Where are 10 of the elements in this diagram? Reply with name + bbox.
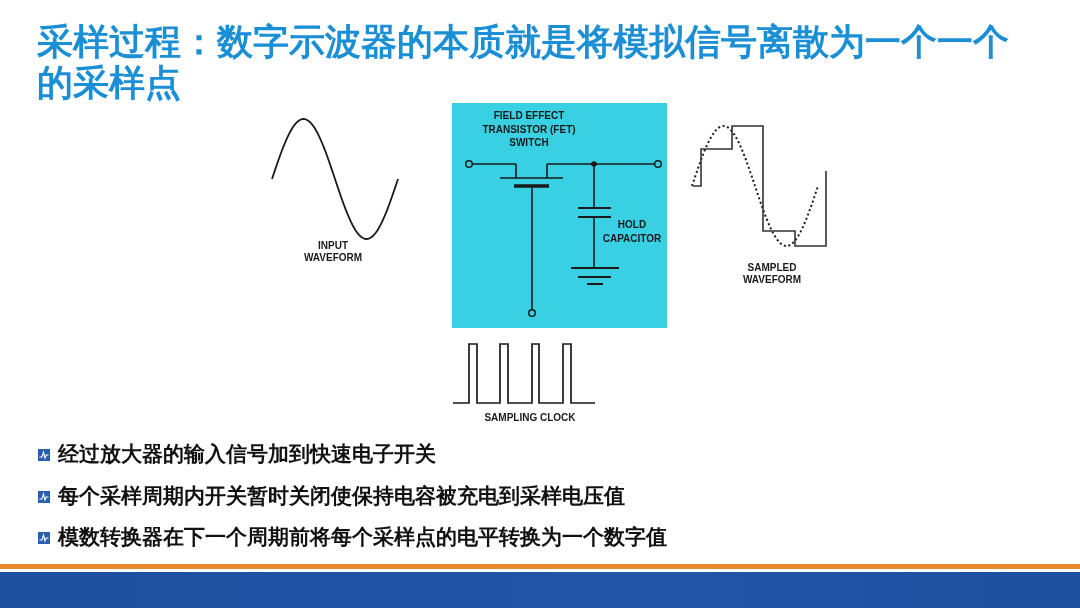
clock-label: SAMPLING CLOCK [483,412,577,424]
bullet-text: 模数转换器在下一个周期前将每个采样点的电平转换为一个数字值 [58,524,667,550]
bullet-text: 经过放大器的输入信号加到快速电子开关 [58,441,436,467]
slide-title: 采样过程：数字示波器的本质就是将模拟信号离散为一个一个的采样点 [37,21,1010,103]
bullet-text: 每个采样周期内开关暂时关闭使保持电容被充电到采样电压值 [58,483,625,509]
waveform-label: SAMPLED WAVEFORM [741,262,803,285]
component-label: FIELD EFFECT TRANSISTOR (FET) SWITCH [481,109,577,150]
component-label: HOLD CAPACITOR [601,218,663,245]
waveform-label: INPUT WAVEFORM [302,240,364,263]
circuit-panel [452,103,667,328]
